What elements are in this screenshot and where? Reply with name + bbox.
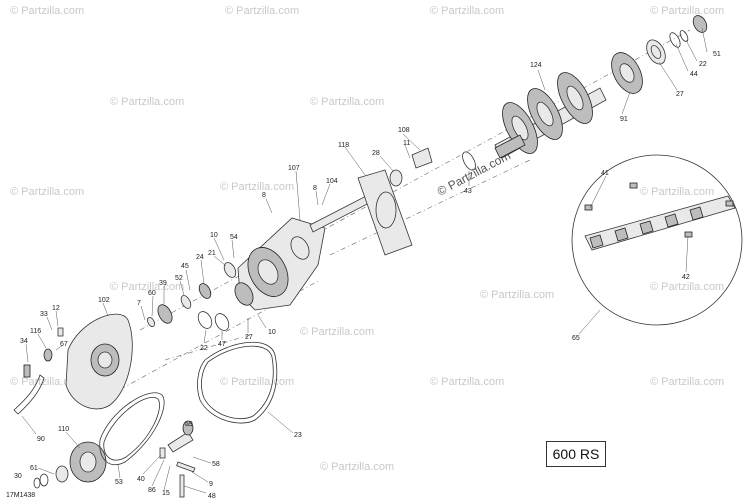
watermark: © Partzilla.com bbox=[10, 376, 84, 388]
callout-label: 10 bbox=[268, 329, 276, 336]
watermark: © Partzilla.com bbox=[430, 5, 504, 17]
callout-label: 24 bbox=[196, 254, 204, 261]
callout-label: 116 bbox=[30, 328, 41, 335]
callout-label: 61 bbox=[30, 465, 38, 472]
callout-label: 43 bbox=[464, 188, 472, 195]
callout-labels: 51 22 44 27 91 124 43 108 11 28 118 104 … bbox=[14, 51, 721, 500]
watermark: © Partzilla.com bbox=[10, 5, 84, 17]
callout-label: 59 bbox=[185, 421, 193, 428]
callout-label: 104 bbox=[326, 178, 338, 185]
callout-label: 23 bbox=[294, 432, 302, 439]
callout-label: 30 bbox=[14, 473, 22, 480]
callout-label: 39 bbox=[159, 280, 167, 287]
callout-label: 67 bbox=[60, 341, 68, 348]
watermark: © Partzilla.com bbox=[640, 186, 714, 198]
callout-label: 54 bbox=[230, 234, 238, 241]
callout-label: 45 bbox=[181, 263, 189, 270]
model-label: 600 RS bbox=[552, 446, 600, 462]
callout-label: 47 bbox=[218, 341, 226, 348]
callout-label: 44 bbox=[690, 71, 698, 78]
watermark: © Partzilla.com bbox=[320, 461, 394, 473]
watermark: © Partzilla.com bbox=[650, 376, 724, 388]
callout-label: 41 bbox=[601, 170, 609, 177]
callout-label: 91 bbox=[620, 116, 628, 123]
chaincase-cover bbox=[13, 313, 133, 415]
callout-label: 22 bbox=[699, 61, 707, 68]
callout-label: 21 bbox=[208, 250, 216, 257]
callout-label: 33 bbox=[40, 311, 48, 318]
callout-label: 8 bbox=[262, 192, 266, 199]
leader-lines bbox=[21, 27, 708, 494]
callout-label: 42 bbox=[682, 274, 690, 281]
assembly-axis-lines bbox=[109, 29, 691, 396]
callout-label: 27 bbox=[245, 334, 253, 341]
callout-label: 108 bbox=[398, 127, 410, 134]
callout-label: 7 bbox=[137, 300, 141, 307]
watermark: © Partzilla.com bbox=[310, 96, 384, 108]
watermark: © Partzilla.com bbox=[480, 289, 554, 301]
callout-label: 27 bbox=[676, 91, 684, 98]
callout-label: 48 bbox=[208, 493, 216, 500]
callout-label: 86 bbox=[148, 487, 156, 494]
watermark: © Partzilla.com bbox=[430, 376, 504, 388]
callout-label: 110 bbox=[58, 426, 69, 433]
callout-label: 10 bbox=[210, 232, 218, 239]
watermark: © Partzilla.com bbox=[650, 5, 724, 17]
callout-label: 40 bbox=[137, 476, 145, 483]
callout-label: 102 bbox=[98, 297, 110, 304]
chain-and-sprocket bbox=[33, 392, 196, 498]
watermark: © Partzilla.com bbox=[220, 181, 294, 193]
watermark: © Partzilla.com bbox=[110, 96, 184, 108]
callout-label: 53 bbox=[115, 479, 123, 486]
callout-label: 124 bbox=[530, 62, 542, 69]
track-inset bbox=[571, 154, 743, 326]
callout-label: 34 bbox=[20, 338, 28, 345]
gear-stack bbox=[147, 262, 254, 331]
callout-label: 28 bbox=[372, 150, 380, 157]
callout-label: 15 bbox=[162, 490, 170, 497]
watermark: © Partzilla.com bbox=[300, 326, 374, 338]
callout-label: 60 bbox=[148, 290, 156, 297]
callout-label: 90 bbox=[37, 436, 45, 443]
watermark: © Partzilla.com bbox=[650, 281, 724, 293]
callout-label: 51 bbox=[713, 51, 721, 58]
callout-label: 65 bbox=[572, 335, 580, 342]
callout-label: 8 bbox=[313, 185, 317, 192]
watermark: © Partzilla.com bbox=[110, 281, 184, 293]
drawing-code: 17M1438 bbox=[6, 492, 36, 499]
watermark: © Partzilla.com bbox=[225, 5, 299, 17]
gearbox-housing bbox=[237, 147, 433, 311]
callout-label: 12 bbox=[52, 305, 60, 312]
callout-label: 118 bbox=[338, 142, 349, 149]
model-label-box: 600 RS bbox=[546, 441, 606, 467]
watermark: © Partzilla.com bbox=[220, 376, 294, 388]
callout-label: 52 bbox=[175, 275, 183, 282]
gasket bbox=[197, 341, 278, 424]
watermark: © Partzilla.com bbox=[10, 186, 84, 198]
callout-label: 11 bbox=[403, 140, 410, 147]
callout-label: 22 bbox=[200, 345, 208, 352]
callout-label: 58 bbox=[212, 461, 220, 468]
callout-label: 9 bbox=[209, 481, 213, 488]
callout-label: 107 bbox=[288, 165, 300, 172]
drive-shaft-assembly bbox=[462, 15, 708, 171]
